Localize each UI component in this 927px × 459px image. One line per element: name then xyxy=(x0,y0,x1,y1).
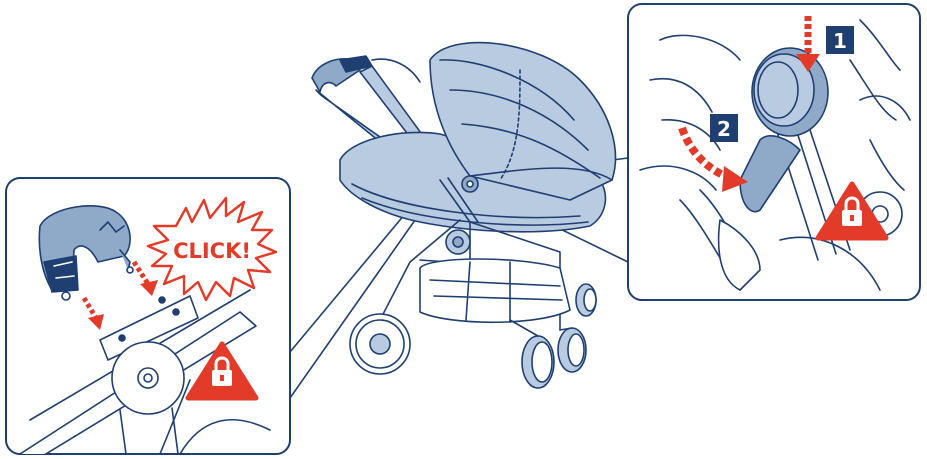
rear-wheel xyxy=(350,314,410,374)
stroller-illustration xyxy=(312,43,615,388)
step-badge-2: 2 xyxy=(710,114,738,142)
shopping-basket xyxy=(420,259,570,322)
release-knob xyxy=(752,48,828,136)
step-number-1: 1 xyxy=(833,29,847,53)
step-badge-1: 1 xyxy=(826,26,854,54)
step-number-2: 2 xyxy=(717,117,731,141)
detail-callout-right: 1 2 xyxy=(628,4,920,300)
detail-callout-left: CLICK! xyxy=(6,178,290,459)
click-label: CLICK! xyxy=(173,239,251,263)
